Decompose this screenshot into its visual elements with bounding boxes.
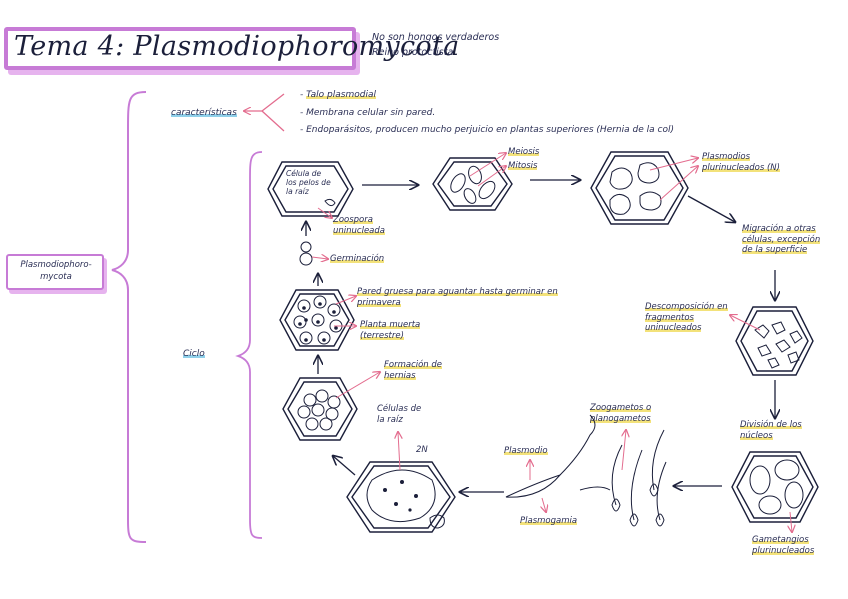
label-thick-wall: Pared gruesa para aguantar hasta germina… <box>357 287 602 308</box>
label-zoospore: Zoospora uninucleada <box>333 215 403 236</box>
label-hernia-formation: Formación de hernias <box>384 360 459 381</box>
label-nuclei-division-text: División de los núcleos <box>740 420 802 441</box>
title-note-2: Reino protoctista <box>372 47 453 58</box>
label-germination-text: Germinación <box>330 254 384 264</box>
label-plasmogamy-text: Plasmogamia <box>520 516 577 526</box>
characteristic-text-1: Talo plasmodial <box>306 90 376 100</box>
characteristic-item-2: - Membrana celular sin pared. <box>300 108 435 118</box>
cell-2n <box>347 462 455 532</box>
arrow-cycle-3 <box>688 196 735 222</box>
characteristics-brace <box>262 94 284 131</box>
label-dead-plant: Planta muerta (terrestre) <box>360 320 440 341</box>
label-plasmodium: Plasmodio <box>504 446 548 457</box>
arrow-cycle-8 <box>333 456 355 475</box>
label-meiosis: Meiosis <box>508 147 539 158</box>
cell-hernia <box>283 378 357 440</box>
label-root-cell: Célula de los pelos de la raíz <box>286 169 332 196</box>
label-decomposition: Descomposición en fragmentos uninucleado… <box>645 302 735 334</box>
cell-plasmodia-inner <box>596 156 683 220</box>
characteristic-text-2: Membrana celular sin pared. <box>306 108 435 118</box>
cell-meiosis-inner <box>438 162 507 206</box>
cycle-heading: Ciclo <box>183 349 205 359</box>
label-plasmodia: Plasmodios plurinucleados (N) <box>702 152 782 173</box>
label-plasmodia-text: Plasmodios plurinucleados (N) <box>702 152 780 173</box>
label-mitosis: Mitosis <box>508 161 537 172</box>
cell-gametangia-inner <box>737 456 813 518</box>
cell-meiosis <box>433 158 512 210</box>
cell-hernia-inner <box>288 382 352 436</box>
label-gametangia: Gametangios plurinucleados <box>752 535 830 556</box>
label-thick-wall-text: Pared gruesa para aguantar hasta germina… <box>357 287 558 308</box>
label-hernia-formation-text: Formación de hernias <box>384 360 442 381</box>
label-migration: Migración a otras células, excepción de … <box>742 224 832 256</box>
label-nuclei-division: División de los núcleos <box>740 420 815 441</box>
label-plasmodium-text: Plasmodio <box>504 446 548 456</box>
cell-2n-inner <box>352 466 450 528</box>
label-germination: Germinación <box>330 254 384 265</box>
characteristic-text-3: Endoparásitos, producen mucho perjuicio … <box>306 125 674 135</box>
title-note-1: No son hongos verdaderos <box>372 32 499 43</box>
label-meiosis-text: Meiosis <box>508 147 539 157</box>
cell-fragments-inner <box>741 311 808 371</box>
cell-fragments <box>736 307 813 375</box>
cell-resting-spores-inner <box>285 294 349 346</box>
cell-gametangia <box>732 452 818 522</box>
label-zoogametes: Zoogametos o planogametos <box>590 403 670 424</box>
label-zoogametes-text: Zoogametos o planogametos <box>590 403 651 424</box>
cycle-brace <box>238 152 262 538</box>
label-mitosis-text: Mitosis <box>508 161 537 171</box>
main-brace <box>112 92 146 542</box>
characteristic-item-1: - Talo plasmodial <box>300 90 376 100</box>
group-label: Plasmodiophoro-mycota <box>12 259 100 283</box>
label-dead-plant-text: Planta muerta (terrestre) <box>360 320 420 341</box>
characteristics-heading: características <box>171 108 237 118</box>
cell-resting-spores <box>280 290 354 350</box>
label-zoospore-text: Zoospora uninucleada <box>333 215 385 236</box>
label-migration-text: Migración a otras células, excepción de … <box>742 224 820 255</box>
characteristic-item-3: - Endoparásitos, producen mucho perjuici… <box>300 125 674 135</box>
label-gametangia-text: Gametangios plurinucleados <box>752 535 814 556</box>
label-ploidy: 2N <box>416 445 428 456</box>
label-plasmogamy: Plasmogamia <box>520 516 577 527</box>
label-root-cells-2n: Células de la raíz <box>377 404 427 425</box>
label-decomposition-text: Descomposición en fragmentos uninucleado… <box>645 302 728 333</box>
cell-plasmodia <box>591 152 688 224</box>
